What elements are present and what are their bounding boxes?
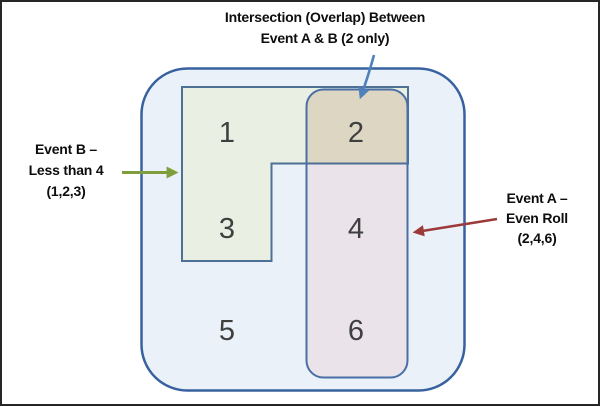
intersection-caption: Intersection (Overlap) Between Event A &… [175,7,475,49]
outcome-6: 6 [348,315,364,347]
intersection-caption-line1: Intersection (Overlap) Between [224,9,426,25]
intersection-caption-line2: Event A & B (2 only) [260,30,390,46]
event-a-outline [305,88,409,379]
outcome-numbers: 1 2 3 4 5 6 [219,117,364,347]
event-b-caption: Event B – Less than 4 (1,2,3) [6,139,126,202]
event-a-caption-line2: Even Roll [506,210,568,226]
outcome-1: 1 [219,117,235,149]
event-a-arrow [412,217,498,237]
event-a-caption: Event A – Even Roll (2,4,6) [477,188,597,248]
intersection-arrow [358,54,376,100]
event-a-caption-line1: Event A – [506,190,568,206]
outcome-4: 4 [348,213,364,245]
event-b-caption-line1: Event B – [35,141,97,157]
event-b-caption-line3: (1,2,3) [46,183,86,199]
event-b-outline [181,86,409,262]
event-a-caption-line3: (2,4,6) [517,230,557,246]
intersection-region [306,89,408,164]
outcome-3: 3 [219,213,235,245]
outcome-5: 5 [219,315,235,347]
event-b-caption-line2: Less than 4 [28,162,104,178]
outcome-2: 2 [348,117,364,149]
